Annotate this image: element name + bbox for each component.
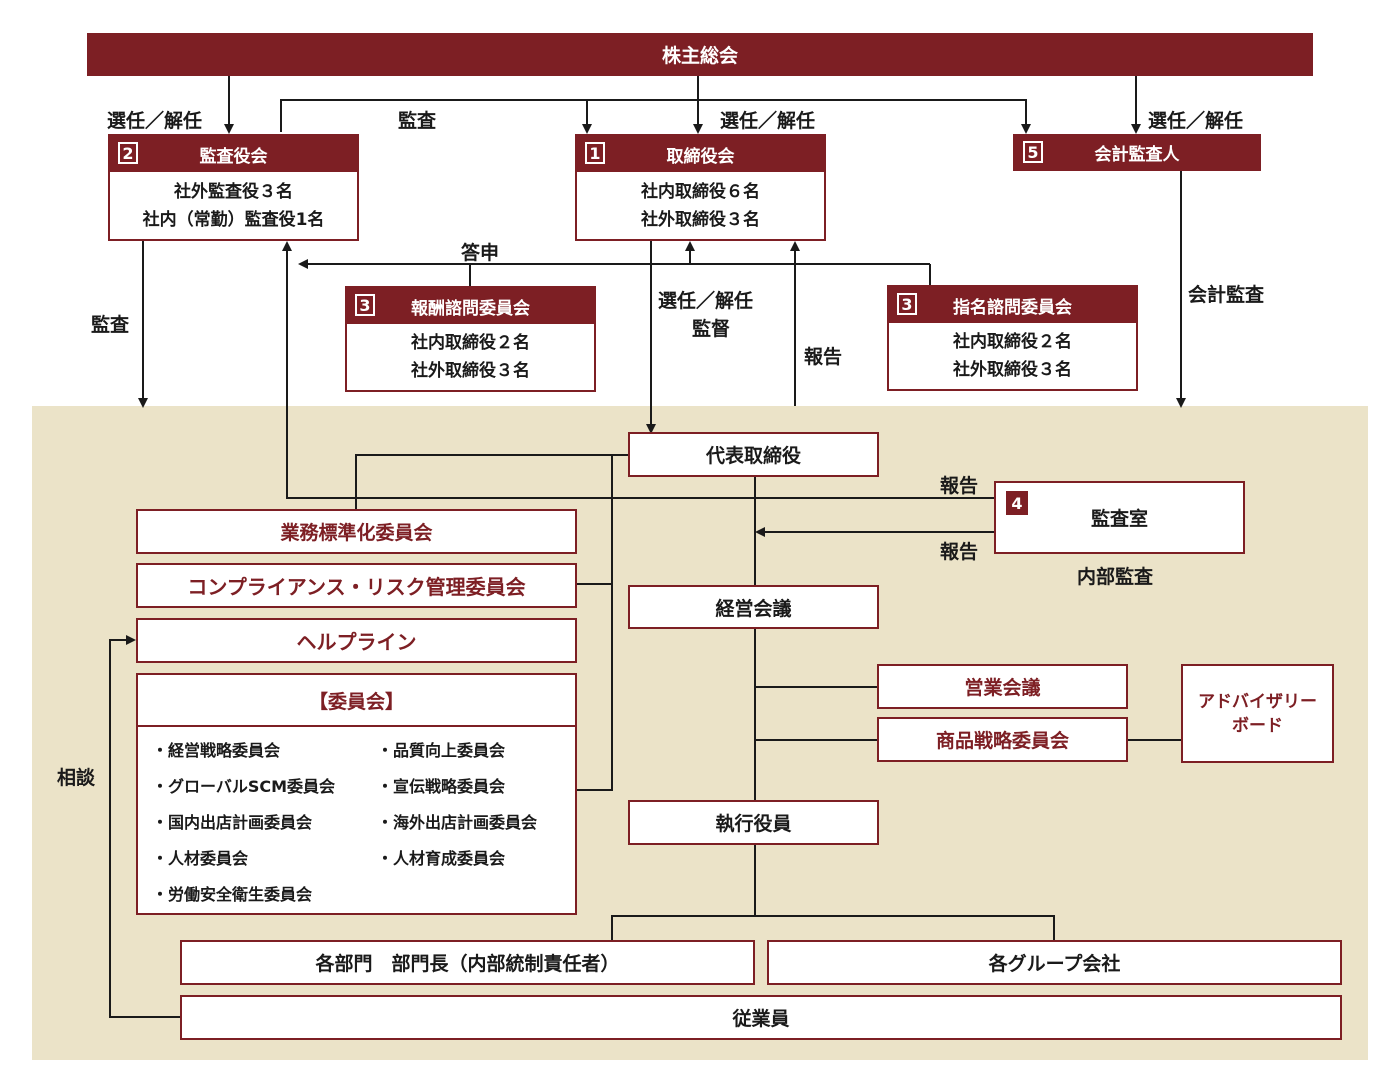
committee-item: ・国内出店計画委員会	[152, 813, 313, 832]
label-report-answer: 答申	[461, 242, 500, 264]
shareholders-meeting: 株主総会	[87, 33, 1313, 76]
audit-board-members: 社外監査役３名 社内（常勤）監査役1名	[110, 172, 357, 239]
audit-office-title: 監査室	[1090, 508, 1148, 530]
board-line1: 社内取締役６名	[641, 181, 760, 202]
committee-item: ・労働安全衛生委員会	[152, 885, 313, 904]
employees-box: 従業員	[180, 995, 1342, 1040]
label-elect-supervise-2: 監督	[692, 318, 731, 340]
sales-meeting-box: 営業会議	[877, 664, 1128, 709]
auditor-number: 5	[1023, 141, 1043, 163]
committee-item: ・人材育成委員会	[377, 849, 506, 868]
auditor-header: 会計監査人	[1015, 136, 1259, 169]
departments-box: 各部門 部門長（内部統制責任者）	[180, 940, 755, 985]
committees-box: 【委員会】 ・経営戦略委員会 ・品質向上委員会 ・グローバルSCM委員会 ・宣伝…	[136, 673, 577, 915]
audit-board-header: 監査役会	[110, 136, 357, 172]
label-report-lower: 報告	[940, 541, 979, 563]
compliance-risk-committee: コンプライアンス・リスク管理委員会	[136, 563, 577, 608]
helpline-box: ヘルプライン	[136, 618, 577, 663]
audit-board-number: 2	[118, 142, 138, 164]
board-of-directors-box: 取締役会 1 社内取締役６名 社外取締役３名	[575, 134, 826, 241]
label-consultation: 相談	[57, 767, 96, 789]
compensation-line1: 社内取締役２名	[411, 333, 530, 353]
label-internal-audit: 内部監査	[1077, 566, 1154, 588]
product-strategy-committee-box: 商品戦略委員会	[877, 717, 1128, 762]
business-standardization-committee: 業務標準化委員会	[136, 509, 577, 554]
board-header: 取締役会	[577, 136, 824, 172]
advisory-line1: アドバイザリー	[1198, 691, 1317, 712]
committee-item: ・海外出店計画委員会	[377, 813, 538, 832]
label-elect-supervise-1: 選任／解任	[658, 290, 754, 312]
group-companies-box: 各グループ会社	[767, 940, 1342, 985]
audit-board-title: 監査役会	[199, 146, 268, 167]
audit-office-box: 4 監査室	[994, 481, 1245, 554]
compensation-line2: 社外取締役３名	[411, 361, 530, 381]
audit-board-box: 監査役会 2 社外監査役３名 社内（常勤）監査役1名	[108, 134, 359, 241]
nomination-header: 指名諮問委員会	[889, 287, 1136, 323]
nomination-members: 社内取締役２名 社外取締役３名	[889, 323, 1136, 389]
advisory-line2: ボード	[1232, 715, 1283, 736]
label-report-mid: 報告	[804, 346, 843, 368]
label-report-upper: 報告	[940, 475, 979, 497]
committee-item: ・品質向上委員会	[377, 741, 506, 760]
advisory-board-box: アドバイザリー ボード	[1181, 664, 1334, 763]
auditor-title: 会計監査人	[1094, 145, 1180, 165]
compensation-title: 報酬諮問委員会	[411, 298, 530, 319]
compensation-number: 3	[355, 294, 375, 316]
label-audit-top: 監査	[398, 110, 437, 132]
compensation-members: 社内取締役２名 社外取締役３名	[347, 324, 594, 390]
compensation-committee-box: 報酬諮問委員会 3 社内取締役２名 社外取締役３名	[345, 286, 596, 392]
representative-director-box: 代表取締役	[628, 432, 879, 477]
accounting-auditor-box: 会計監査人 5	[1013, 134, 1261, 171]
label-accounting-audit: 会計監査	[1188, 284, 1265, 306]
board-number: 1	[585, 142, 605, 164]
nomination-line2: 社外取締役３名	[953, 360, 1072, 380]
label-audit-left: 監査	[91, 314, 130, 336]
board-members: 社内取締役６名 社外取締役３名	[577, 172, 824, 239]
label-elect-left: 選任／解任	[107, 110, 203, 132]
audit-board-line1: 社外監査役３名	[174, 181, 293, 202]
committee-item: ・人材委員会	[152, 849, 249, 868]
committee-item: ・グローバルSCM委員会	[152, 777, 336, 796]
committee-item: ・宣伝戦略委員会	[377, 777, 506, 796]
nomination-number: 3	[897, 293, 917, 315]
committees-title: 【委員会】	[138, 675, 575, 727]
committee-item: ・経営戦略委員会	[152, 741, 281, 760]
board-line2: 社外取締役３名	[641, 209, 760, 230]
label-elect-right: 選任／解任	[1148, 110, 1244, 132]
audit-board-line2: 社内（常勤）監査役1名	[142, 209, 325, 230]
nomination-title: 指名諮問委員会	[953, 297, 1072, 318]
compensation-header: 報酬諮問委員会	[347, 288, 594, 324]
nomination-line1: 社内取締役２名	[953, 332, 1072, 352]
audit-office-number: 4	[1006, 491, 1028, 515]
board-title: 取締役会	[666, 146, 735, 167]
management-meeting-box: 経営会議	[628, 585, 879, 629]
label-elect-mid: 選任／解任	[720, 110, 816, 132]
executive-officers-box: 執行役員	[628, 800, 879, 845]
nomination-committee-box: 指名諮問委員会 3 社内取締役２名 社外取締役３名	[887, 285, 1138, 391]
